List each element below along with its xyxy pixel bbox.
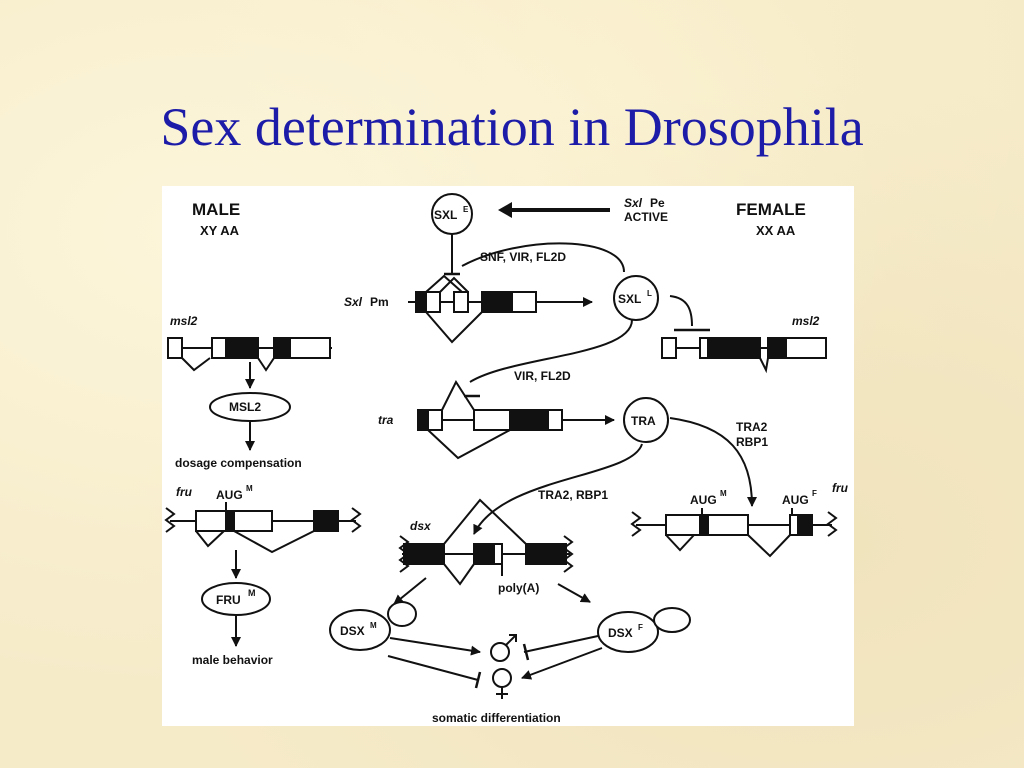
diagram-canvas: MALE XY AA FEMALE XX AA SXL E Sxl Pe ACT… xyxy=(164,193,849,725)
dsx-m-label: DSX xyxy=(340,624,365,638)
dsx-f-sup: F xyxy=(638,623,643,632)
msl2-protein-label: MSL2 xyxy=(229,400,261,414)
dsxf-repress-bar xyxy=(522,643,530,661)
dsxf-activates-female xyxy=(521,647,603,680)
sxl-pe-state: ACTIVE xyxy=(624,210,668,224)
msl2-female-gene: msl2 xyxy=(661,314,827,374)
somatic-differentiation: somatic differentiation xyxy=(432,711,561,725)
sxl-e-label: SXL xyxy=(434,208,457,222)
slide-title: Sex determination in Drosophila xyxy=(160,97,864,157)
dsx-f-label: DSX xyxy=(608,626,633,640)
sxl-e-sup: E xyxy=(463,205,469,214)
snf-feedback-curve xyxy=(461,242,625,273)
sxl-l-to-tra-curve xyxy=(469,319,633,383)
fru-male-name: fru xyxy=(176,485,193,499)
aug-m2-sup: M xyxy=(720,489,727,498)
tra-gene: tra xyxy=(378,379,566,460)
sex-determination-diagram: MALE XY AA FEMALE XX AA SXL E Sxl Pe ACT… xyxy=(162,186,854,726)
dsx-to-dsxf-arrow xyxy=(557,583,591,603)
dsx-gene-name: dsx xyxy=(410,519,432,533)
tra-to-dsx-arrow xyxy=(473,443,643,535)
tra-to-fru-arrow xyxy=(669,417,757,507)
sxl-pm-gene-name: Sxl xyxy=(344,295,363,309)
sxl-pe-gene: Sxl xyxy=(624,196,643,210)
sxl-e-node: SXL E xyxy=(431,193,473,235)
dsxf-represses-male xyxy=(523,635,599,653)
poly-a-label: poly(A) xyxy=(498,581,539,595)
fru-m-protein: FRU M xyxy=(201,582,271,616)
tra-gene-name: tra xyxy=(378,413,394,427)
msl2-male-gene: msl2 xyxy=(167,314,332,372)
male-genotype: XY AA xyxy=(200,223,240,238)
sxl-l-label: SXL xyxy=(618,292,641,306)
aug-f-label: AUG xyxy=(782,493,809,507)
sxl-pm-tag: Pm xyxy=(370,295,389,309)
dsx-m-protein: DSX M xyxy=(329,601,417,651)
msl2-male-name: msl2 xyxy=(170,314,198,328)
sxl-l-inhibit-msl2 xyxy=(669,295,693,327)
pe-arrow-head xyxy=(498,202,512,218)
fru-female-name: fru xyxy=(832,481,849,495)
fru-male-gene: fru AUG M xyxy=(164,484,362,554)
female-genotype: XX AA xyxy=(756,223,796,238)
dsx-to-dsxm-arrow xyxy=(393,577,427,605)
aug-m-label: AUG xyxy=(216,488,243,502)
tra2-label: TRA2 xyxy=(736,420,768,434)
rbp1-label: RBP1 xyxy=(736,435,768,449)
male-symbol-icon xyxy=(490,634,517,662)
dsxm-activates-male xyxy=(389,637,481,656)
msl2-female-name: msl2 xyxy=(792,314,820,328)
fru-m-label: FRU xyxy=(216,593,241,607)
sxl-pe-tag: Pe xyxy=(650,196,665,210)
sxl-l-sup: L xyxy=(647,289,652,298)
tra-factors: VIR, FL2D xyxy=(514,369,571,383)
dosage-compensation: dosage compensation xyxy=(175,456,302,470)
msl2-protein: MSL2 xyxy=(209,392,291,422)
female-symbol-icon xyxy=(492,668,512,699)
sxl-l-node: SXL L xyxy=(613,275,659,321)
tra-protein-label: TRA xyxy=(631,414,656,428)
tra-protein: TRA xyxy=(623,397,669,443)
sxl-pm-gene: Sxl Pm xyxy=(344,274,554,344)
male-heading: MALE xyxy=(192,200,240,219)
dsx-m-sup: M xyxy=(370,621,377,630)
aug-m-sup: M xyxy=(246,484,253,493)
dsx-f-protein: DSX F xyxy=(597,607,691,653)
aug-f-sup: F xyxy=(812,489,817,498)
dsx-factors: TRA2, RBP1 xyxy=(538,488,608,502)
snf-factors: SNF, VIR, FL2D xyxy=(480,250,566,264)
female-heading: FEMALE xyxy=(736,200,806,219)
fru-female-gene: fru AUG M AUG F xyxy=(630,481,849,558)
dsxm-repress-bar xyxy=(474,671,482,689)
dsxm-represses-female xyxy=(387,655,479,681)
fru-m-sup: M xyxy=(248,588,256,598)
male-behavior: male behavior xyxy=(192,653,273,667)
aug-m2-label: AUG xyxy=(690,493,717,507)
dsx-gene: dsx poly(A) xyxy=(398,498,574,595)
